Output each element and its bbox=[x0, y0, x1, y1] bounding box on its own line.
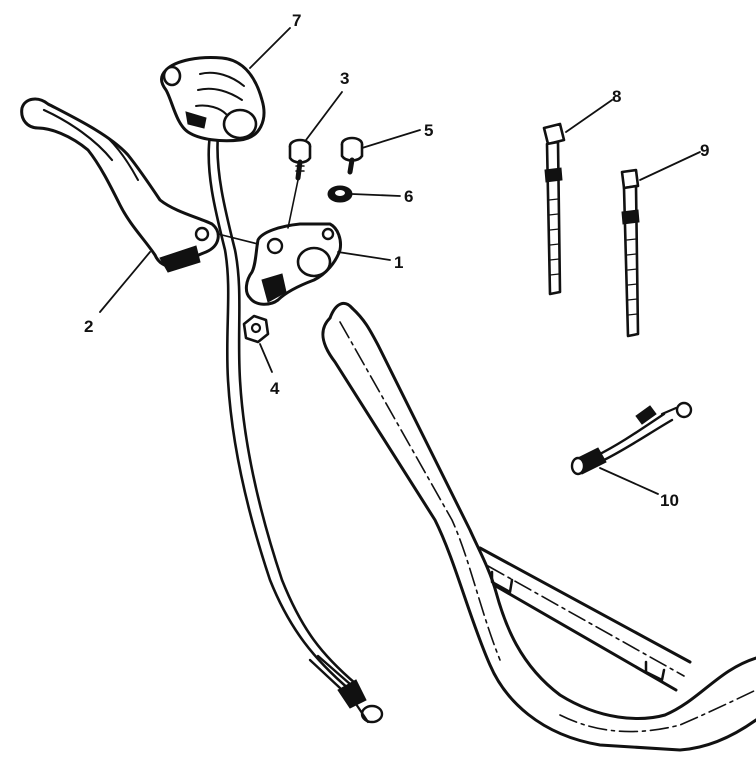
callout-labels: 7 3 5 6 1 2 4 8 9 10 bbox=[84, 11, 709, 510]
callout-6: 6 bbox=[404, 187, 413, 206]
callout-7: 7 bbox=[292, 11, 301, 30]
callout-4: 4 bbox=[270, 379, 280, 398]
washer-6 bbox=[327, 185, 353, 203]
lever-holder bbox=[244, 222, 342, 306]
leader-lines bbox=[99, 27, 701, 495]
bolt-5 bbox=[340, 136, 364, 175]
callout-9: 9 bbox=[700, 141, 709, 160]
switch-connector bbox=[570, 401, 693, 476]
nut-4 bbox=[242, 314, 270, 344]
cable-tie-9 bbox=[620, 168, 640, 338]
callout-5: 5 bbox=[424, 121, 433, 140]
callout-8: 8 bbox=[612, 87, 621, 106]
bolt-3 bbox=[288, 138, 312, 181]
clutch-cable bbox=[207, 133, 384, 724]
handlebar bbox=[321, 301, 756, 752]
callout-10: 10 bbox=[660, 491, 679, 510]
callout-3: 3 bbox=[340, 69, 349, 88]
callout-1: 1 bbox=[394, 253, 403, 272]
lever-boot bbox=[160, 56, 266, 143]
callout-2: 2 bbox=[84, 317, 93, 336]
cable-tie-8 bbox=[542, 122, 566, 296]
clutch-lever bbox=[20, 97, 220, 273]
